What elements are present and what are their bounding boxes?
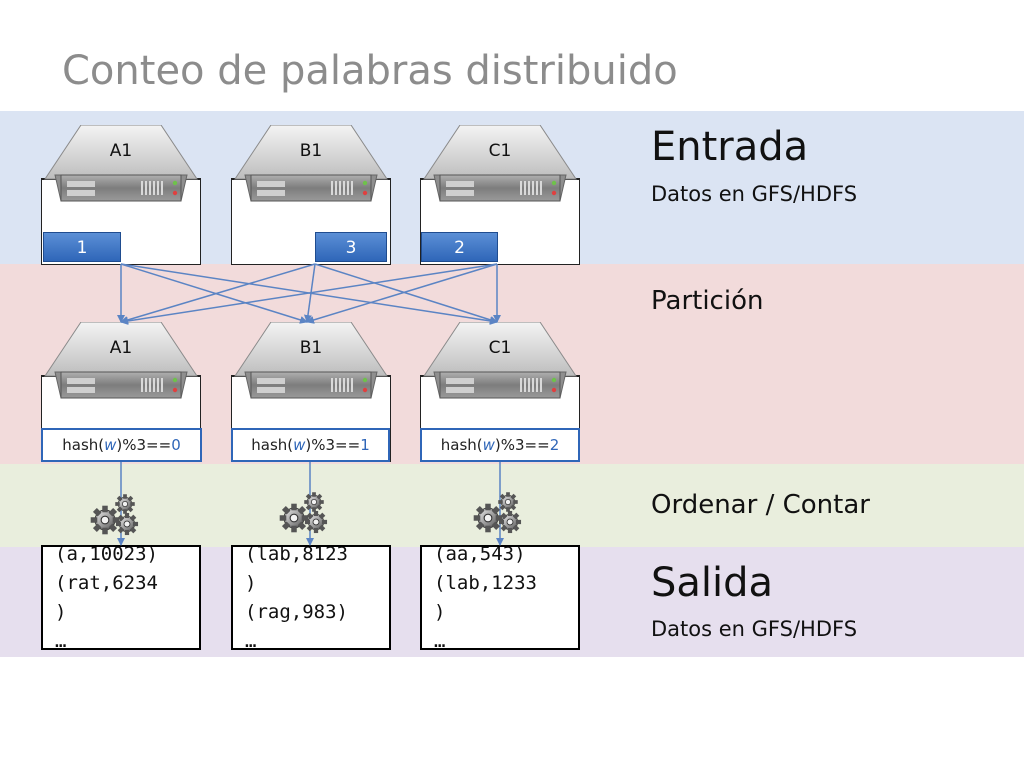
hash-number: 0 (171, 436, 181, 454)
output-line: … (434, 630, 446, 650)
server-name: A1 (109, 141, 133, 161)
input-server-a1: A1 (41, 125, 201, 265)
hash-number: 1 (360, 436, 370, 454)
output-box-b1: (lab,8123 ) (rag,983) … (231, 545, 391, 650)
server-name: C1 (488, 338, 512, 358)
input-split-b1: 3 (315, 232, 387, 262)
partition-server-a1: A1 (41, 322, 201, 462)
sort-band (0, 464, 1024, 547)
hash-mid: )%3== (305, 436, 361, 454)
output-line: (rat,6234 (55, 572, 158, 594)
partition-server-b1: B1 (231, 322, 391, 462)
output-line: (lab,1233 (434, 572, 537, 594)
partition-server-c1: C1 (420, 322, 580, 462)
hash-variable: w (293, 436, 306, 454)
output-line: ) (245, 572, 257, 594)
output-line: (a,10023) (55, 545, 158, 565)
hash-prefix: hash( (62, 436, 105, 454)
server-name: B1 (299, 141, 323, 161)
hash-variable: w (104, 436, 117, 454)
input-stage-subtitle: Datos en GFS/HDFS (651, 182, 858, 206)
slide-title: Conteo de palabras distribuido (62, 48, 678, 94)
hash-mid: )%3== (494, 436, 550, 454)
hash-rule-b1: hash(w)%3==1 (231, 428, 390, 462)
output-line: ) (434, 601, 446, 623)
input-server-c1: C1 (420, 125, 580, 265)
output-line: (lab,8123 (245, 545, 348, 565)
output-line: (rag,983) (245, 601, 348, 623)
output-line: … (245, 630, 257, 650)
hash-rule-c1: hash(w)%3==2 (420, 428, 580, 462)
input-split-c1: 2 (421, 232, 498, 262)
hash-mid: )%3== (116, 436, 172, 454)
server-name: B1 (299, 338, 323, 358)
input-server-b1: B1 (231, 125, 391, 265)
partition-stage-title: Partición (651, 286, 764, 316)
output-box-c1: (aa,543) (lab,1233 ) … (420, 545, 580, 650)
server-name: C1 (488, 141, 512, 161)
input-stage-title: Entrada (651, 124, 809, 170)
output-line: ) (55, 601, 67, 623)
output-line: … (55, 630, 67, 650)
input-split-a1: 1 (43, 232, 121, 262)
sort-stage-title: Ordenar / Contar (651, 490, 870, 520)
hash-rule-a1: hash(w)%3==0 (41, 428, 202, 462)
hash-number: 2 (549, 436, 560, 454)
hash-prefix: hash( (251, 436, 294, 454)
output-stage-subtitle: Datos en GFS/HDFS (651, 617, 858, 641)
output-stage-title: Salida (651, 560, 774, 606)
hash-variable: w (482, 436, 495, 454)
output-line: (aa,543) (434, 545, 526, 565)
output-box-a1: (a,10023) (rat,6234 ) … (41, 545, 201, 650)
server-name: A1 (109, 338, 133, 358)
hash-prefix: hash( (440, 436, 483, 454)
